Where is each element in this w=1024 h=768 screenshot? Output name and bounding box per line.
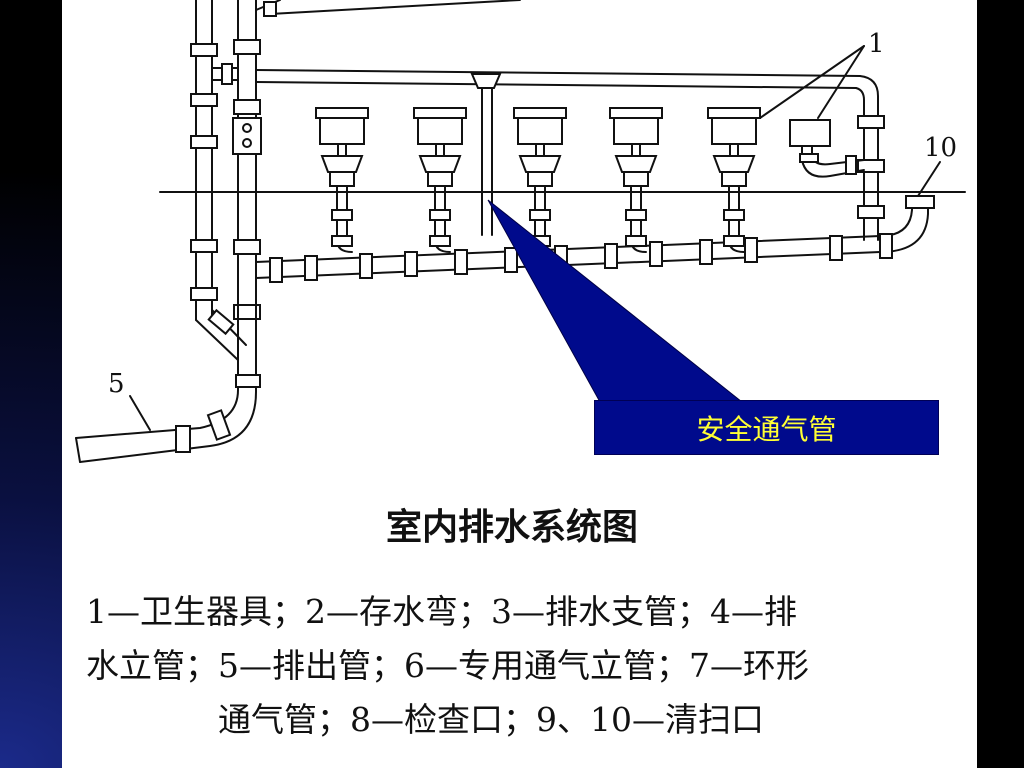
ring-vent-pipe (255, 69, 885, 241)
legend-line-1: 1—卫生器具；2—存水弯；3—排水支管；4—排 (86, 592, 797, 631)
drain-stack (232, 0, 262, 320)
diagram-title: 室内排水系统图 (385, 507, 638, 548)
toilet-fixture (513, 107, 567, 253)
safety-vent-callout: 安全通气管 (594, 400, 939, 455)
marker-5: 5 (108, 369, 125, 399)
safety-vent-pipe (470, 73, 502, 236)
legend: 1—卫生器具；2—存水弯；3—排水支管；4—排 水立管；5—排出管；6—专用通气… (86, 585, 966, 747)
marker-1: 1 (868, 29, 885, 59)
vent-stack (190, 0, 247, 361)
toilet-fixture (315, 107, 369, 253)
marker-10: 10 (924, 133, 957, 163)
check-port (232, 117, 262, 155)
legend-line-2: 水立管；5—排出管；6—专用通气立管；7—环形 (86, 646, 809, 685)
toilet-fixture (609, 107, 663, 253)
callout-pointer (487, 199, 744, 403)
building-drain (75, 299, 261, 463)
branch-drain (255, 195, 935, 283)
legend-line-3: 通气管；8—检查口；9、10—清扫口 (218, 700, 764, 739)
toilet-fixture (413, 107, 467, 253)
washbasin-fixture (789, 119, 865, 178)
toilet-fixture (707, 107, 761, 253)
